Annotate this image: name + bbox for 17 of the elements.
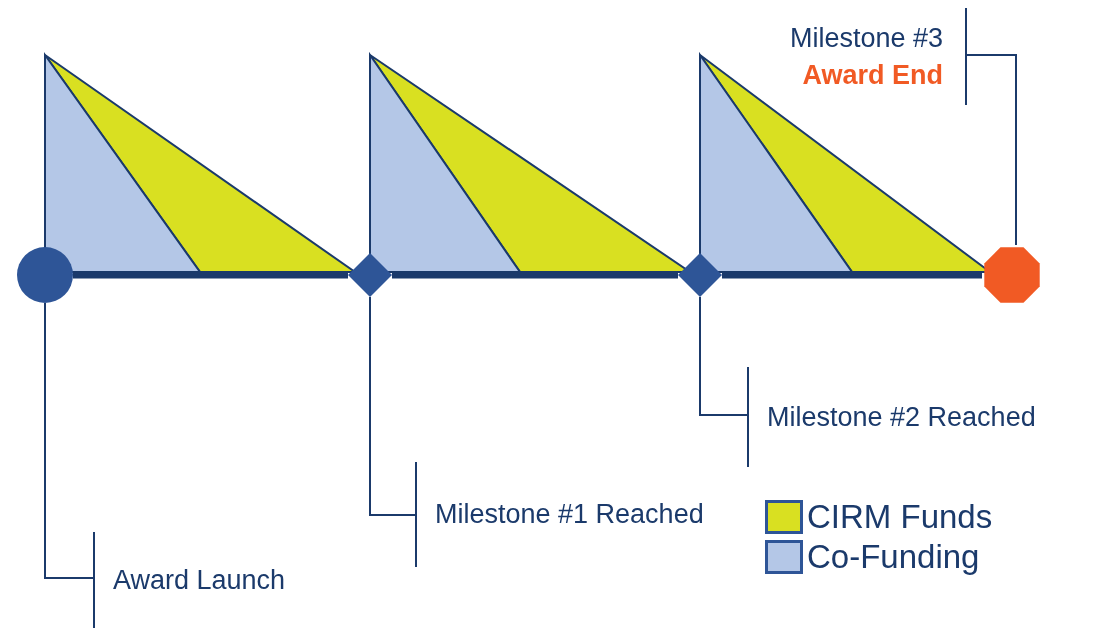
- leader-line: [369, 296, 416, 516]
- legend-label: CIRM Funds: [807, 498, 993, 536]
- leader-line: [44, 302, 94, 579]
- leader-line: [966, 54, 1017, 246]
- circle-marker: [17, 247, 73, 303]
- milestone-label: Milestone #3: [789, 22, 943, 54]
- milestone-label: Award Launch: [113, 564, 286, 596]
- leader-line: [699, 296, 748, 416]
- diamond-marker: [678, 253, 722, 297]
- timeline-bar: [392, 271, 678, 279]
- milestone-label: Milestone #2 Reached: [767, 401, 1036, 433]
- diamond-marker: [348, 253, 392, 297]
- legend-label: Co-Funding: [807, 538, 980, 576]
- milestone-label: Milestone #1 Reached: [435, 499, 704, 530]
- status-label: Award End: [801, 59, 943, 91]
- octagon-marker: [984, 247, 1040, 303]
- timeline-bar: [73, 271, 348, 279]
